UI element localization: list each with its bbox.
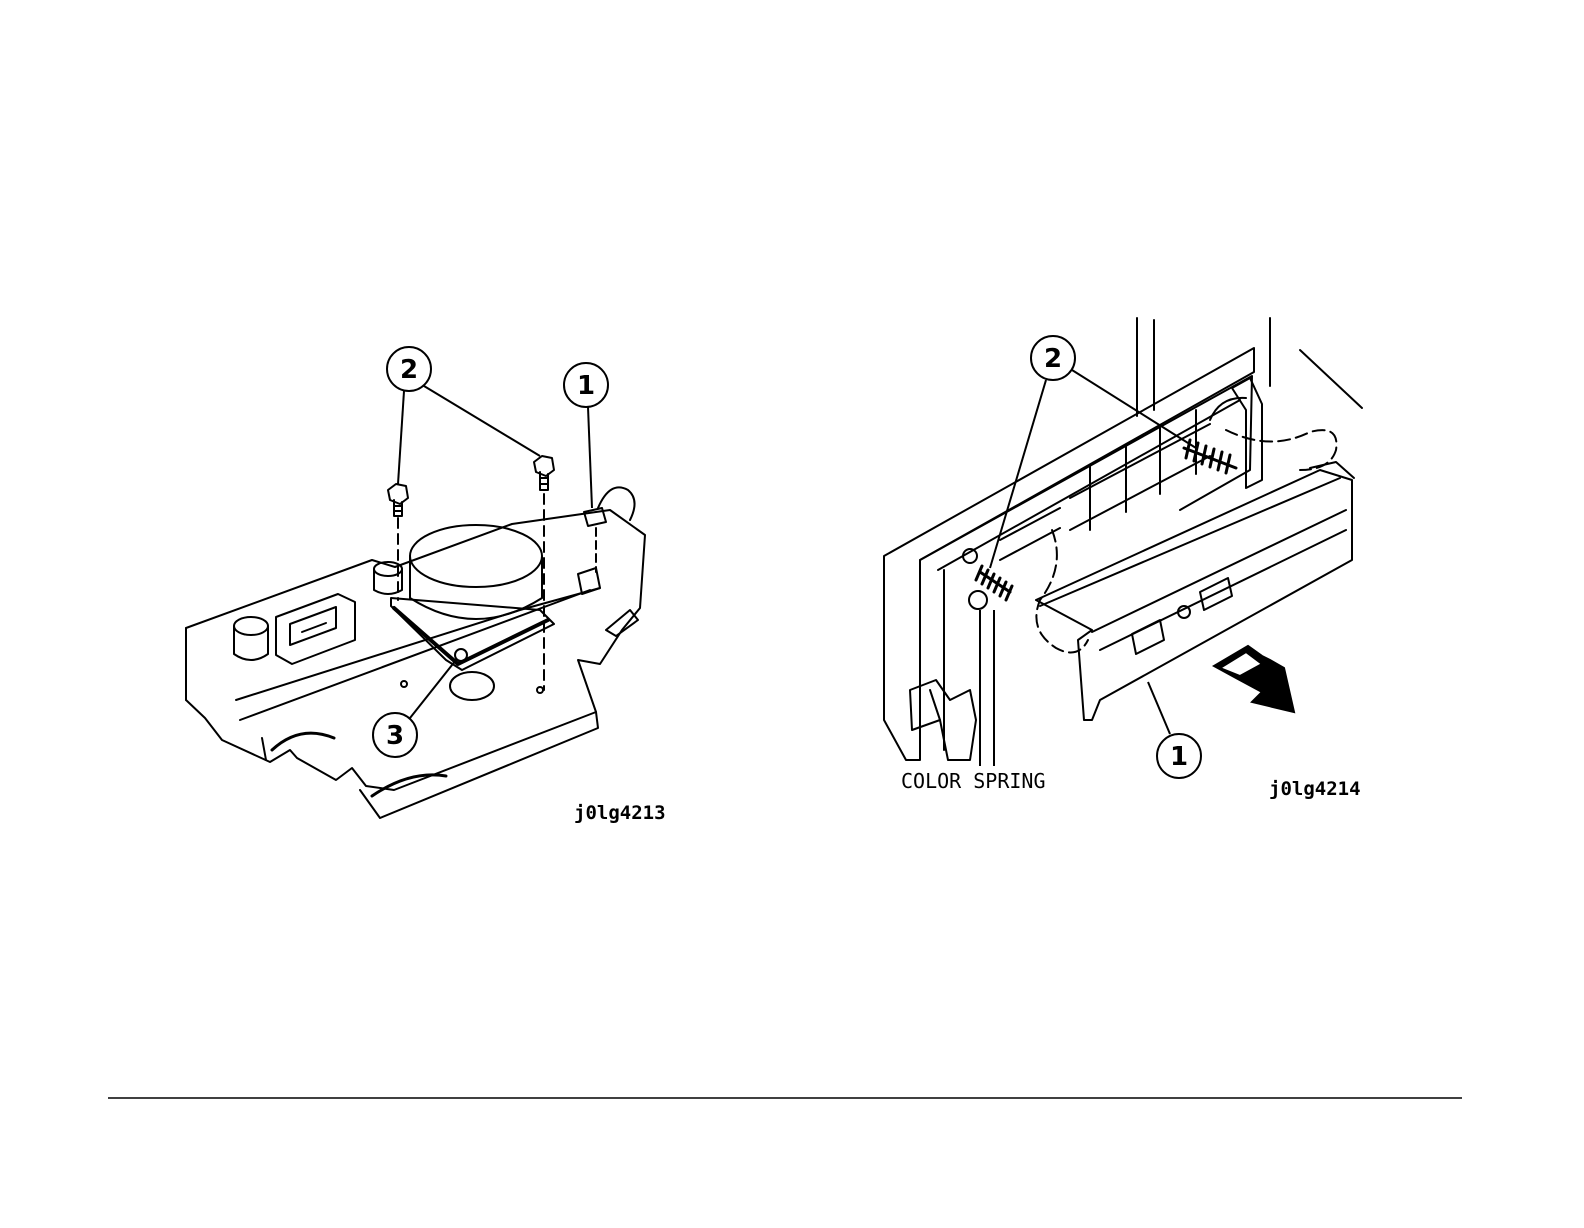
color-spring-lower — [976, 566, 1012, 600]
panel-inner-frame — [920, 376, 1252, 560]
knob-top — [234, 617, 268, 635]
box-bracket-window — [290, 607, 336, 645]
leader-2b-right — [1072, 370, 1196, 448]
screw-right — [534, 456, 554, 490]
leader-1 — [588, 407, 592, 508]
plate-hole-large — [450, 672, 494, 700]
drawer-window-a — [1132, 620, 1164, 654]
base-plate — [186, 510, 645, 790]
callout-num-1-right: 1 — [1170, 742, 1188, 772]
frame-diagonal — [1300, 350, 1362, 408]
plate-hole-small — [401, 681, 407, 687]
motor-top — [410, 525, 542, 587]
upper-bracket — [1232, 378, 1262, 488]
callout-num-3-left: 3 — [386, 721, 404, 751]
wire-harness-upper — [1226, 430, 1336, 470]
callout-num-1-left: 1 — [577, 371, 595, 401]
callout-num-2-right: 2 — [1044, 344, 1062, 374]
box-bracket — [276, 594, 355, 664]
callout-num-2-left: 2 — [400, 355, 418, 385]
drawer-lip — [1092, 510, 1346, 632]
figure-left-id: j0lg4213 — [574, 802, 666, 824]
back-panel — [884, 348, 1254, 760]
mount-hole — [455, 649, 467, 661]
figure-right-callouts — [980, 336, 1201, 778]
screw-left — [388, 484, 408, 516]
drawer-top-edge — [1040, 478, 1340, 606]
color-spring-label: COLOR SPRING — [901, 769, 1046, 793]
plate-hole-small-2 — [537, 687, 543, 693]
figure-right-id: j0lg4214 — [1269, 778, 1361, 800]
lower-bracket-fold — [930, 690, 940, 720]
pull-direction-arrow — [1214, 646, 1294, 712]
figure-left-callout-numbers: 2 1 3 — [386, 355, 595, 751]
pulley-lower-left — [272, 733, 334, 750]
wire-harness-lower — [1036, 530, 1088, 653]
knob-body — [234, 626, 268, 660]
figure-left-callouts — [373, 347, 608, 757]
side-tab — [606, 610, 638, 636]
leader-2b — [424, 386, 540, 456]
pulley-lower-right — [372, 775, 446, 796]
leader-1-right — [1148, 682, 1170, 734]
motor-mount-plate-edge — [394, 608, 548, 664]
figure-left-motor-assembly — [186, 456, 645, 818]
connector-plug — [584, 508, 606, 526]
leader-2a — [398, 391, 404, 484]
box-bracket-slot — [302, 623, 326, 632]
drawer-slide — [1036, 470, 1352, 720]
drawer-end-cap — [1310, 462, 1354, 478]
spring-post-lower — [969, 591, 987, 609]
figure-right-callout-numbers: 2 1 — [1044, 344, 1188, 772]
plate-skirt — [262, 712, 598, 818]
leader-3 — [410, 660, 456, 718]
panel-slots — [1000, 508, 1060, 560]
